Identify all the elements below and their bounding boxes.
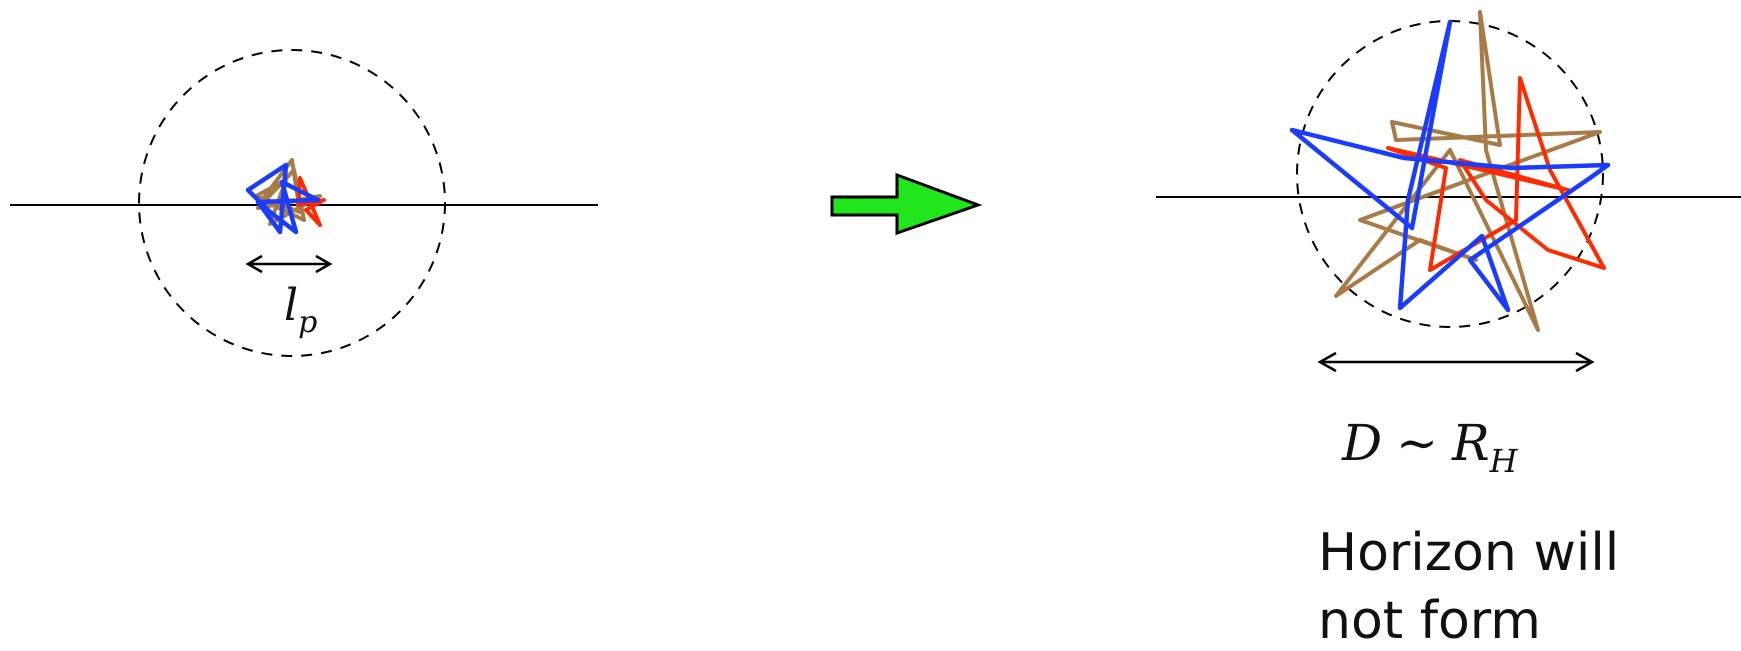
left-dashed-horizon-circle bbox=[138, 49, 446, 357]
right-panel: D∼RH Horizon will not form bbox=[1156, 10, 1741, 651]
left-size-arrow bbox=[245, 254, 333, 274]
right-size-arrow bbox=[1317, 351, 1595, 373]
caption-line-2: not form bbox=[1318, 591, 1541, 651]
right-brown-string bbox=[1334, 10, 1602, 332]
right-blue-string bbox=[1289, 19, 1611, 313]
left-string-tangle bbox=[245, 158, 326, 235]
right-arrow-icon bbox=[830, 172, 983, 236]
caption-line-1: Horizon will bbox=[1318, 523, 1619, 583]
right-size-label: D∼RH bbox=[1341, 414, 1519, 480]
left-panel: lp bbox=[10, 49, 598, 357]
right-string-tangle bbox=[1289, 10, 1611, 332]
left-blue-string bbox=[245, 162, 321, 235]
left-size-label: lp bbox=[284, 280, 317, 340]
